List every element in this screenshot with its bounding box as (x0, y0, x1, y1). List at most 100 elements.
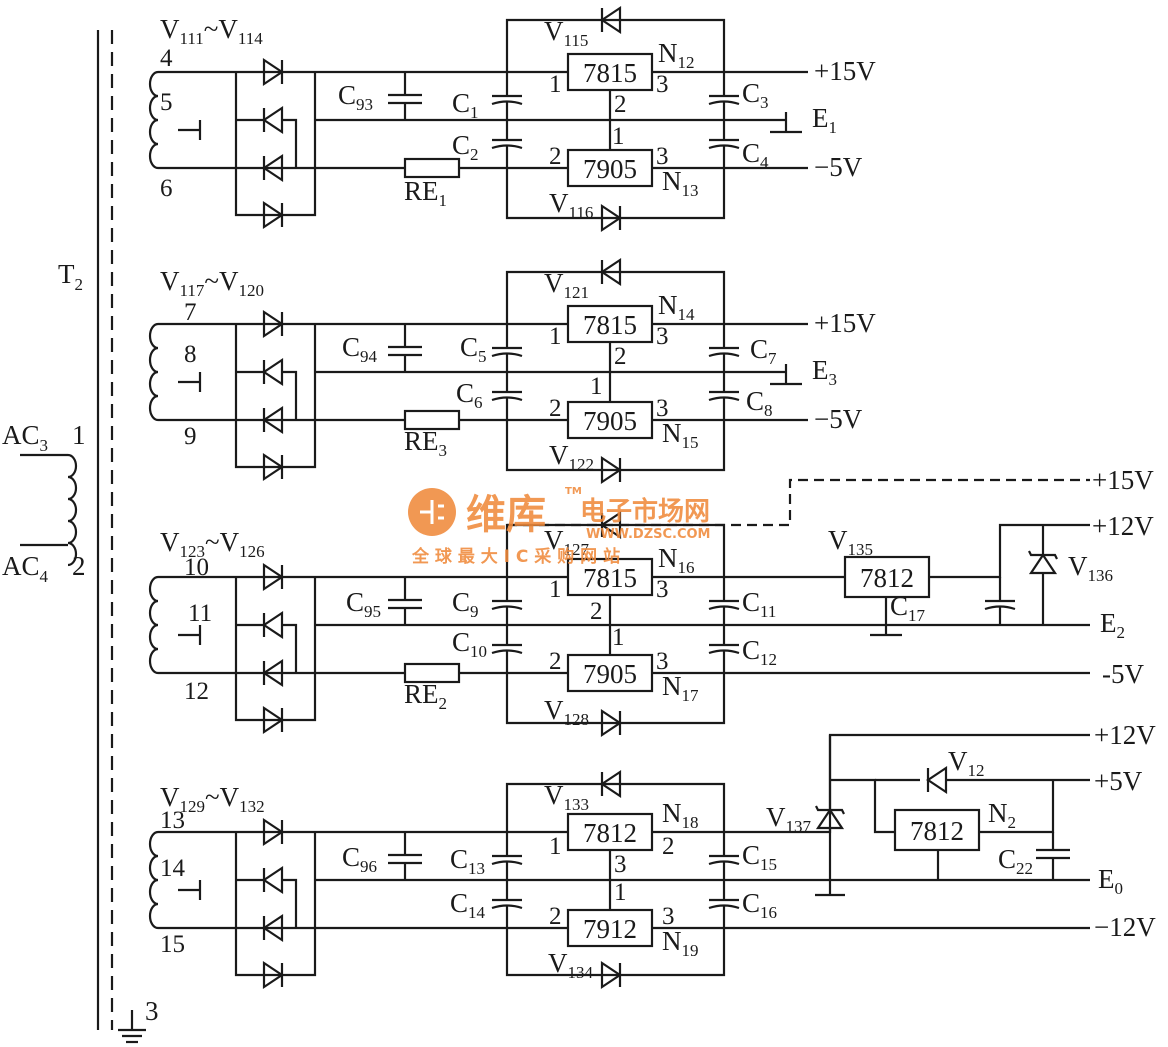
reg-top-pin-out: 2 (662, 833, 675, 860)
diode-bot-label: V122 (549, 440, 594, 474)
section-1: V111~V114 4 5 6 C93 C1 C2 RE1 7815 7905 … (148, 5, 876, 233)
tap-bot: 6 (160, 175, 173, 202)
zener-diode (1028, 550, 1058, 575)
cap-bot-label: C10 (452, 627, 487, 661)
bridge-diode (262, 405, 284, 435)
bridge-diode (262, 309, 284, 339)
tap-bot: 12 (184, 678, 209, 705)
watermark-logo-icon (408, 488, 456, 536)
section-2: V117~V120 7 8 9 C94 C5 C6 RE3 7815 7905 … (148, 257, 876, 485)
ac3-label: AC3 (2, 420, 48, 455)
cap-top-label: C9 (452, 587, 479, 621)
cap-out-top-label: C15 (742, 840, 777, 874)
reg-bot-pin-gnd: 1 (614, 879, 627, 906)
reg-top-pin-in: 1 (549, 833, 562, 860)
reg-bot-pin-gnd: 1 (612, 123, 625, 150)
reg-top-label: 7815 (583, 58, 637, 88)
watermark-tm: TM (565, 486, 582, 497)
bridge-diode (262, 357, 284, 387)
section-4: V129~V132 13 14 15 C96 C13 C14 7812 7912… (148, 720, 1156, 990)
reg-top-pin-in: 1 (549, 576, 562, 603)
gnd-label: E2 (1100, 608, 1125, 642)
watermark-brand-a: 维库 (466, 492, 546, 538)
secondary-coil (148, 575, 159, 675)
resistor (403, 157, 461, 179)
bridge-diode (262, 452, 284, 482)
bridge-diode (262, 913, 284, 943)
reg-extra-label: 7812 (860, 563, 914, 593)
cap-bot-label: C14 (450, 888, 486, 922)
reg-top-pin-gnd: 2 (590, 598, 603, 625)
cap-in-label: C95 (346, 587, 381, 621)
resistor-label: RE2 (404, 679, 447, 713)
bridge-diode (262, 817, 284, 847)
out-neg-label: −5V (814, 152, 863, 182)
reg-top-pin-out: 3 (656, 323, 669, 350)
diode-range-label: V129~V132 (160, 782, 265, 816)
out-neg-label: −5V (814, 404, 863, 434)
out-pos-label: +15V (1092, 465, 1154, 495)
n-bot-label: N19 (662, 926, 699, 960)
diode-bot-label: V134 (548, 948, 594, 982)
n-bot-label: N13 (662, 166, 699, 200)
bypass-diode-label: V12 (948, 746, 985, 780)
cap-out-top-label: C7 (750, 334, 777, 368)
reg-bot-pin-out: 3 (656, 395, 669, 422)
cap-out-bot-label: C16 (742, 888, 777, 922)
diode-top-label: V127 (544, 525, 590, 559)
tap-top: 7 (184, 299, 197, 326)
watermark-slogan: 全 球 最 大 I C 采 购 网 站 (411, 546, 620, 567)
protect-diode-bot (600, 960, 622, 990)
transformer-label: T2 (58, 259, 83, 294)
n-bot-label: N17 (662, 671, 699, 705)
diode-range-label: V123~V126 (160, 527, 265, 561)
diode-range-label: V111~V114 (160, 14, 263, 48)
cap-out-bot-label: C4 (742, 138, 769, 172)
reg-top-label: 7815 (583, 563, 637, 593)
extra-reg-ref: V135 (828, 525, 873, 559)
reg-extra-label: 7812 (910, 816, 964, 846)
diode-top-label: V121 (544, 268, 589, 302)
tap-bot: 15 (160, 931, 185, 958)
reg-bot-label: 7905 (583, 406, 637, 436)
diode-top-label: V133 (544, 780, 589, 814)
diode-bot-label: V128 (544, 695, 589, 729)
primary-pin-2: 2 (72, 551, 86, 581)
protect-diode-top (600, 5, 622, 35)
cap-bot-label: C2 (452, 130, 479, 164)
bridge-diode (262, 658, 284, 688)
out-pos-label: +12V (1094, 720, 1156, 750)
out-pos-label: +15V (814, 308, 876, 338)
reg-bot-label: 7912 (583, 914, 637, 944)
reg-bot-pin-gnd: 1 (612, 624, 625, 651)
secondary-coil (148, 70, 159, 170)
protect-diode-bot (600, 708, 622, 738)
reg-bot-pin-out: 3 (656, 143, 669, 170)
tap-bot: 9 (184, 423, 197, 450)
extra-cap-label: C17 (890, 591, 926, 625)
cap-in-label: C94 (342, 332, 378, 366)
reg-top-pin-gnd: 2 (614, 91, 627, 118)
cap-out-top-label: C3 (742, 78, 769, 112)
protect-diode-top (600, 769, 622, 799)
zener-label: V136 (1068, 551, 1113, 585)
primary-pin-1: 1 (72, 420, 86, 450)
protect-diode-top (600, 257, 622, 287)
section-3: V123~V126 10 11 12 C95 C9 C10 RE2 7815 7… (148, 465, 1154, 738)
reg-bot-pin-out: 3 (656, 648, 669, 675)
reg-bot-pin-in: 2 (549, 143, 562, 170)
tap-mid: 8 (184, 341, 197, 368)
ac4-label: AC4 (2, 551, 49, 586)
cap-top-label: C5 (460, 332, 487, 366)
reg-bot-pin-in: 2 (549, 648, 562, 675)
bypass-diode (926, 765, 948, 795)
reg-bot-label: 7905 (583, 154, 637, 184)
tap-mid: 5 (160, 89, 173, 116)
cap-top-label: C1 (452, 88, 479, 122)
reg-bot-label: 7905 (583, 659, 637, 689)
reg-top-pin-in: 1 (549, 71, 562, 98)
diode-top-label: V115 (544, 16, 588, 50)
reg-top-pin-gnd: 3 (614, 851, 627, 878)
bridge-diode (262, 105, 284, 135)
